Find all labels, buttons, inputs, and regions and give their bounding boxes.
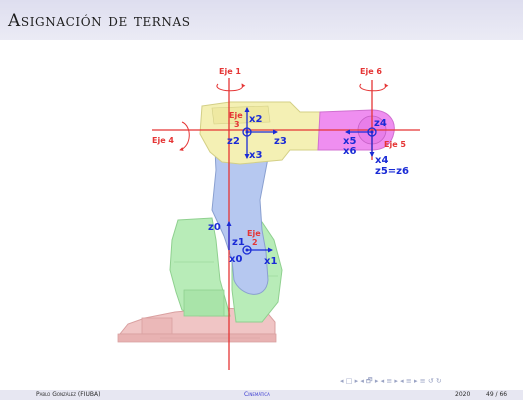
label-eje2: Eje bbox=[247, 229, 261, 238]
footer: Pablo González (FIUBA) Cinemática 2020 4… bbox=[0, 390, 523, 400]
footer-author: Pablo González (FIUBA) bbox=[36, 391, 101, 398]
label-z3: z3 bbox=[274, 136, 287, 147]
rotation-arc-eje6 bbox=[359, 83, 389, 92]
label-x0: x0 bbox=[229, 254, 242, 265]
label-x2: x2 bbox=[249, 114, 262, 125]
label-z0: z0 bbox=[208, 222, 221, 233]
label-eje4: Eje 4 bbox=[152, 136, 174, 145]
rotation-arcs bbox=[179, 83, 389, 151]
slide-title: Asignación de ternas bbox=[8, 11, 191, 31]
label-x3: x3 bbox=[249, 150, 262, 161]
label-eje3-num: 3 bbox=[234, 120, 240, 129]
rotation-arc-eje1 bbox=[216, 83, 246, 92]
label-z2: z2 bbox=[227, 136, 240, 147]
footer-page: 49 / 66 bbox=[486, 391, 508, 398]
label-x6: x6 bbox=[343, 146, 356, 157]
label-z1: z1 bbox=[232, 237, 245, 248]
label-eje3: Eje bbox=[229, 111, 243, 120]
label-z5-z6: z5=z6 bbox=[375, 166, 409, 177]
rotation-arc-eje4 bbox=[179, 121, 190, 151]
beamer-navigation[interactable]: ◂ □ ▸ ◂ 🗗 ▸ ◂ ≡ ▸ ◂ ≡ ▸ ≡ ↺ ↻ bbox=[340, 377, 442, 385]
label-eje5: Eje 5 bbox=[384, 140, 406, 149]
robot-figure: Eje 1 Eje 6 Eje 4 Eje 5 Eje 3 Eje 2 x2 z… bbox=[117, 67, 420, 370]
footer-topic[interactable]: Cinemática bbox=[244, 391, 270, 398]
label-x1: x1 bbox=[264, 256, 277, 267]
label-x4: x4 bbox=[375, 155, 388, 166]
label-x5: x5 bbox=[343, 136, 356, 147]
label-z4: z4 bbox=[374, 118, 387, 129]
frame-arrows bbox=[226, 106, 375, 253]
footer-year: 2020 bbox=[455, 391, 471, 398]
label-eje1: Eje 1 bbox=[219, 67, 241, 76]
title-bar: Asignación de ternas bbox=[0, 0, 523, 40]
label-eje6: Eje 6 bbox=[360, 67, 382, 76]
label-eje2-num: 2 bbox=[252, 238, 258, 247]
